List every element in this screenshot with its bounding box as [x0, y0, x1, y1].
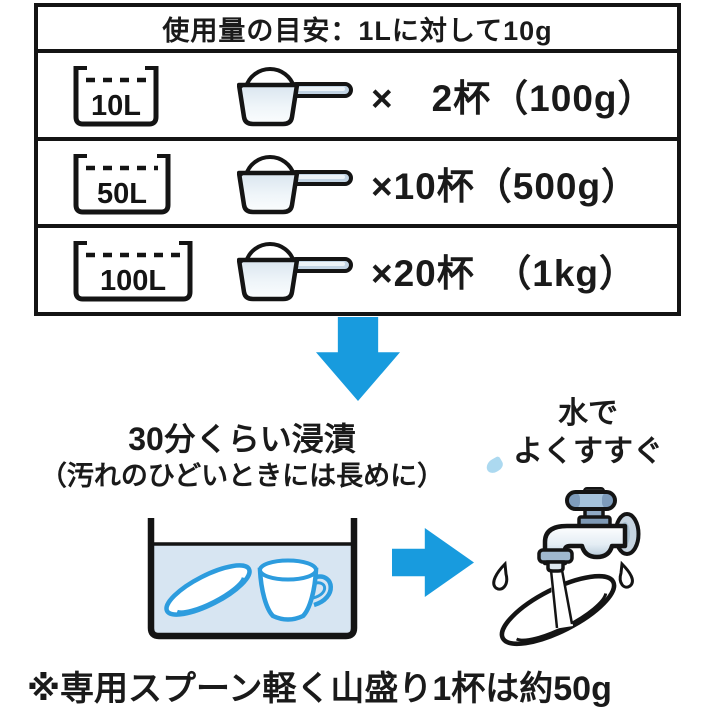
usage-amount-text: ×10杯（500g）: [371, 165, 640, 207]
beaker-volume-label: 100L: [100, 265, 166, 297]
usage-amount-text: × 2杯（100g）: [371, 77, 656, 119]
soak-basin-illustration: [147, 518, 358, 640]
measuring-scoop-icon: [237, 242, 353, 302]
mug-icon: [257, 558, 333, 622]
water-stream-icon: [549, 569, 574, 629]
splash-left-icon: [492, 560, 509, 591]
beaker-icon: 10L: [73, 65, 159, 127]
rinse-step-text: 水で よくすすぐ: [494, 395, 682, 470]
footnote: ※専用スプーン軽く山盛り1杯は約50g: [27, 670, 612, 708]
right-arrow-icon: [392, 528, 474, 597]
measuring-scoop-icon: [237, 154, 353, 214]
rinse-line2: よくすすぐ: [513, 434, 663, 468]
usage-table: 使用量の目安：1Lに対して10g 10L × 2杯（100g）: [34, 3, 681, 316]
table-row: 10L × 2杯（100g）: [38, 53, 677, 137]
rinse-line1: 水で: [558, 397, 618, 430]
faucet-collar: [537, 548, 574, 564]
table-row: 50L ×10杯（500g）: [38, 136, 677, 225]
beaker-icon: 50L: [73, 153, 171, 214]
faucet-spout-tip: [546, 560, 565, 573]
beaker-volume-label: 50L: [97, 178, 147, 210]
soak-step-text: 30分くらい浸漬 （汚れのひどいときには長めに）: [26, 421, 458, 492]
faucet-handle-icon: [565, 487, 617, 528]
measuring-scoop-icon: [237, 66, 353, 127]
beaker-icon: 100L: [73, 241, 193, 302]
table-row: 100L ×20杯 （1kg）: [38, 224, 677, 312]
soak-note: （汚れのひどいときには長めに）: [39, 460, 445, 491]
plate-icon: [164, 563, 252, 617]
splash-right-icon: [618, 560, 634, 589]
rinse-faucet-illustration: [492, 487, 641, 647]
usage-table-header: 使用量の目安：1Lに対して10g: [38, 7, 677, 53]
usage-amount-text: ×20杯 （1kg）: [371, 253, 638, 295]
beaker-volume-label: 10L: [91, 90, 141, 122]
down-arrow-icon: [316, 317, 400, 401]
soak-title: 30分くらい浸漬: [128, 421, 356, 457]
